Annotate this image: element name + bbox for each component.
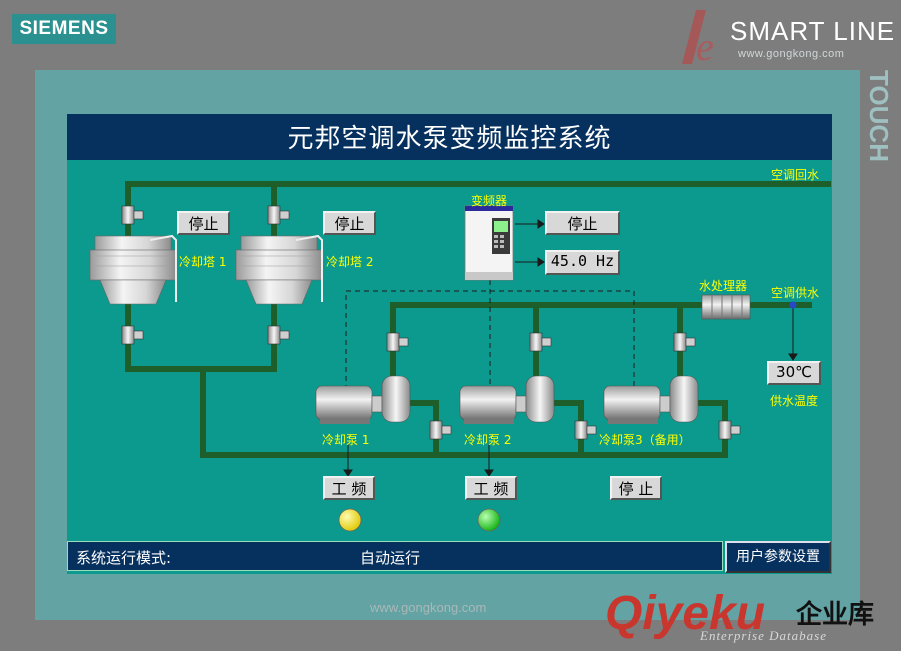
water-treatment-icon (701, 294, 751, 320)
vfd-status: 停止 (545, 211, 620, 235)
qiyeku-watermark-logo: Qiyeku (605, 587, 766, 640)
supply-temp-label: 供水温度 (770, 394, 819, 408)
cooling-tower-2-status: 停止 (323, 211, 376, 235)
watermark-url-bottom: www.gongkong.com (370, 600, 487, 615)
valves (121, 205, 741, 440)
cooling-tower-1-status: 停止 (177, 211, 230, 235)
supply-temperature-readout: 30℃ (767, 361, 821, 385)
cooling-tower-1-label: 冷却塔 1 (179, 255, 227, 269)
touch-label: TOUCH (864, 70, 894, 162)
status-bar (67, 541, 723, 571)
pump-1-label: 冷却泵 1 (322, 433, 370, 447)
pump-2-mode-box: 工 频 (465, 476, 517, 500)
qiyeku-watermark-en: Enterprise Database (700, 628, 827, 643)
pump-3-label: 冷却泵3（备用） (599, 433, 691, 447)
run-mode-value: 自动运行 (360, 549, 421, 567)
pump-1-icon (315, 375, 411, 424)
run-mode-label: 系统运行模式: (76, 549, 172, 567)
page-title: 元邦空调水泵变频监控系统 (287, 124, 612, 154)
supply-water-label: 空调供水 (771, 286, 820, 300)
svg-text:e: e (696, 24, 714, 68)
water-treatment-label: 水处理器 (699, 279, 748, 293)
siemens-logo: SIEMENS (12, 14, 116, 44)
process-panel (67, 114, 832, 574)
vfd-frequency-readout: 45.0 Hz (545, 250, 620, 275)
cooling-tower-2-icon (235, 234, 323, 305)
vfd-cabinet-icon (464, 205, 514, 281)
cooling-tower-2-label: 冷却塔 2 (326, 255, 374, 269)
sensor-dot (789, 301, 797, 309)
product-name: SMART LINE (730, 16, 896, 46)
user-settings-button[interactable]: 用户参数设置 (725, 541, 831, 573)
vfd-label: 变频器 (471, 194, 508, 208)
return-water-label: 空调回水 (771, 168, 820, 182)
pump-2-label: 冷却泵 2 (464, 433, 512, 447)
pump-2-indicator-light (477, 508, 501, 532)
title-bar (67, 114, 832, 160)
control-lines (345, 280, 635, 390)
pump-2-icon (459, 375, 555, 424)
pump-3-mode-box: 停 止 (610, 476, 662, 500)
cooling-tower-1-icon (89, 234, 177, 305)
pump-1-indicator-light (338, 508, 362, 532)
gongkong-watermark-logo: e (682, 10, 714, 68)
pump-1-mode-box: 工 频 (323, 476, 375, 500)
qiyeku-watermark-cn: 企业库 (796, 600, 875, 630)
pump-3-icon (603, 375, 699, 424)
watermark-url-top: www.gongkong.com (738, 48, 845, 60)
